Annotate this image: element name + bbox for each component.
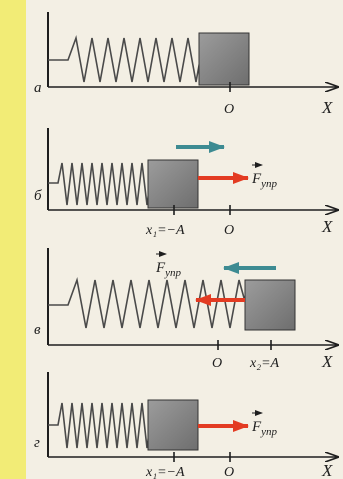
page-margin-band: [0, 0, 26, 479]
force-subscript: упр: [260, 426, 277, 438]
block: [198, 32, 250, 86]
position-label: x₂=A: [249, 356, 280, 371]
force-subscript: упр: [164, 267, 181, 279]
spring: [48, 34, 201, 83]
panel-c: в Fупр O x₂=A X: [34, 248, 338, 371]
panel-letter: г: [34, 435, 40, 451]
origin-label: O: [212, 356, 222, 371]
origin-label: O: [224, 465, 234, 479]
force-symbol: F: [251, 419, 262, 435]
panel-letter: в: [34, 322, 41, 338]
block: [244, 279, 296, 331]
origin-label: O: [224, 223, 234, 238]
position-label: x₁=−A: [145, 223, 185, 238]
block: [147, 159, 199, 209]
svg-text:Fупр: Fупр: [251, 171, 278, 190]
spring: [48, 162, 151, 206]
axis-label: X: [321, 217, 333, 236]
axis-label: X: [321, 98, 333, 117]
spring: [48, 402, 151, 449]
force-label: Fупр: [251, 410, 278, 438]
force-subscript: упр: [260, 178, 277, 190]
force-symbol: F: [155, 260, 166, 276]
block: [147, 399, 199, 451]
spring: [48, 276, 247, 329]
panel-b: б Fупр x₁=−A O X: [34, 128, 338, 238]
origin-label: O: [224, 102, 234, 117]
svg-text:Fупр: Fупр: [155, 260, 182, 279]
position-label: x₁=−A: [145, 465, 185, 479]
axis-label: X: [321, 461, 333, 479]
panel-letter: а: [34, 80, 42, 96]
force-symbol: F: [251, 171, 262, 187]
force-label: Fупр: [155, 251, 182, 279]
force-label: Fупр: [251, 162, 278, 190]
axis-label: X: [321, 352, 333, 371]
panel-letter: б: [34, 188, 42, 204]
svg-text:Fупр: Fупр: [251, 419, 278, 438]
panel-a: а O X: [34, 12, 338, 117]
panel-d: г Fупр x₁=−A O X: [34, 372, 338, 479]
